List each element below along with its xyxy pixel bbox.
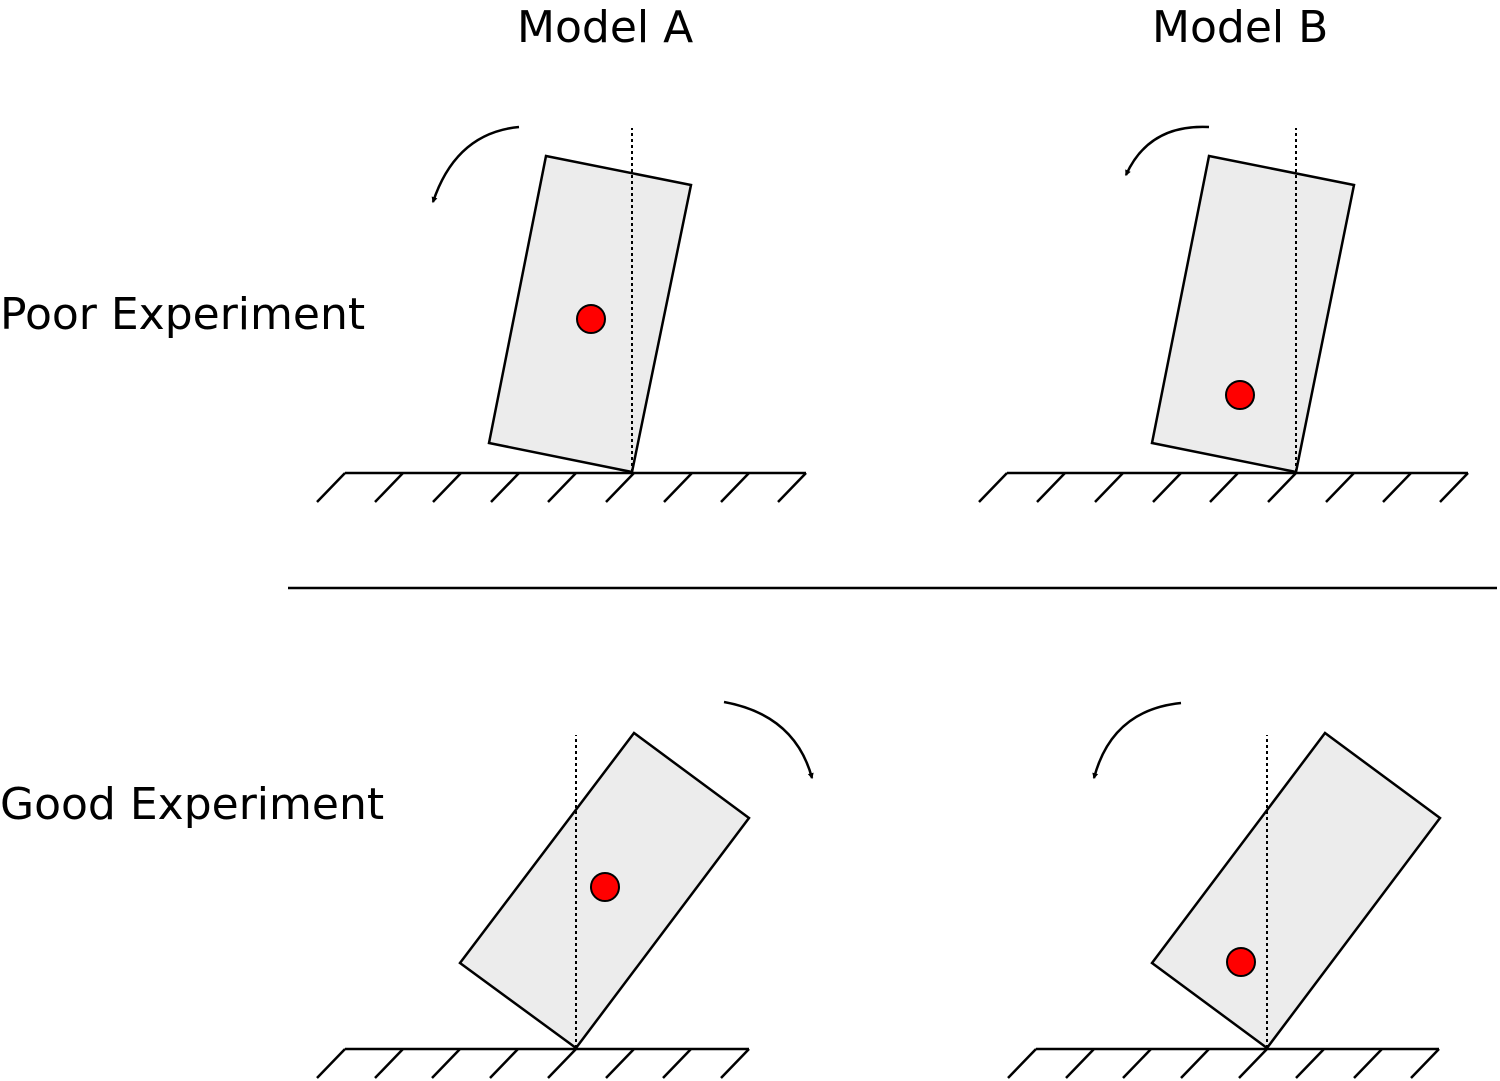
row-title-good-experiment: Good Experiment [0,779,385,830]
center-of-mass-dot [590,872,620,902]
curved-arrow-icon [431,125,520,204]
column-title-model-a: Model A [517,2,694,53]
center-of-mass-dot [1225,380,1255,410]
row-title-poor-experiment: Poor Experiment [0,289,366,340]
curved-arrow-icon [1092,701,1182,780]
panel-good-model-a [316,700,814,1079]
ground-hatch [1007,1047,1440,1079]
center-of-mass-dot [576,304,606,334]
panel-good-model-b [1007,701,1442,1079]
tilted-block [1150,731,1442,1050]
curved-arrow-icon [723,700,814,780]
panel-poor-model-b [978,125,1469,503]
tilted-block [1150,154,1356,474]
center-of-mass-dot [1226,947,1256,977]
ground-hatch [316,1047,750,1079]
ground-hatch [316,471,807,503]
column-title-model-b: Model B [1152,2,1329,53]
ground-hatch [978,471,1469,503]
panel-poor-model-a [316,125,807,503]
curved-arrow-icon [1124,125,1210,177]
